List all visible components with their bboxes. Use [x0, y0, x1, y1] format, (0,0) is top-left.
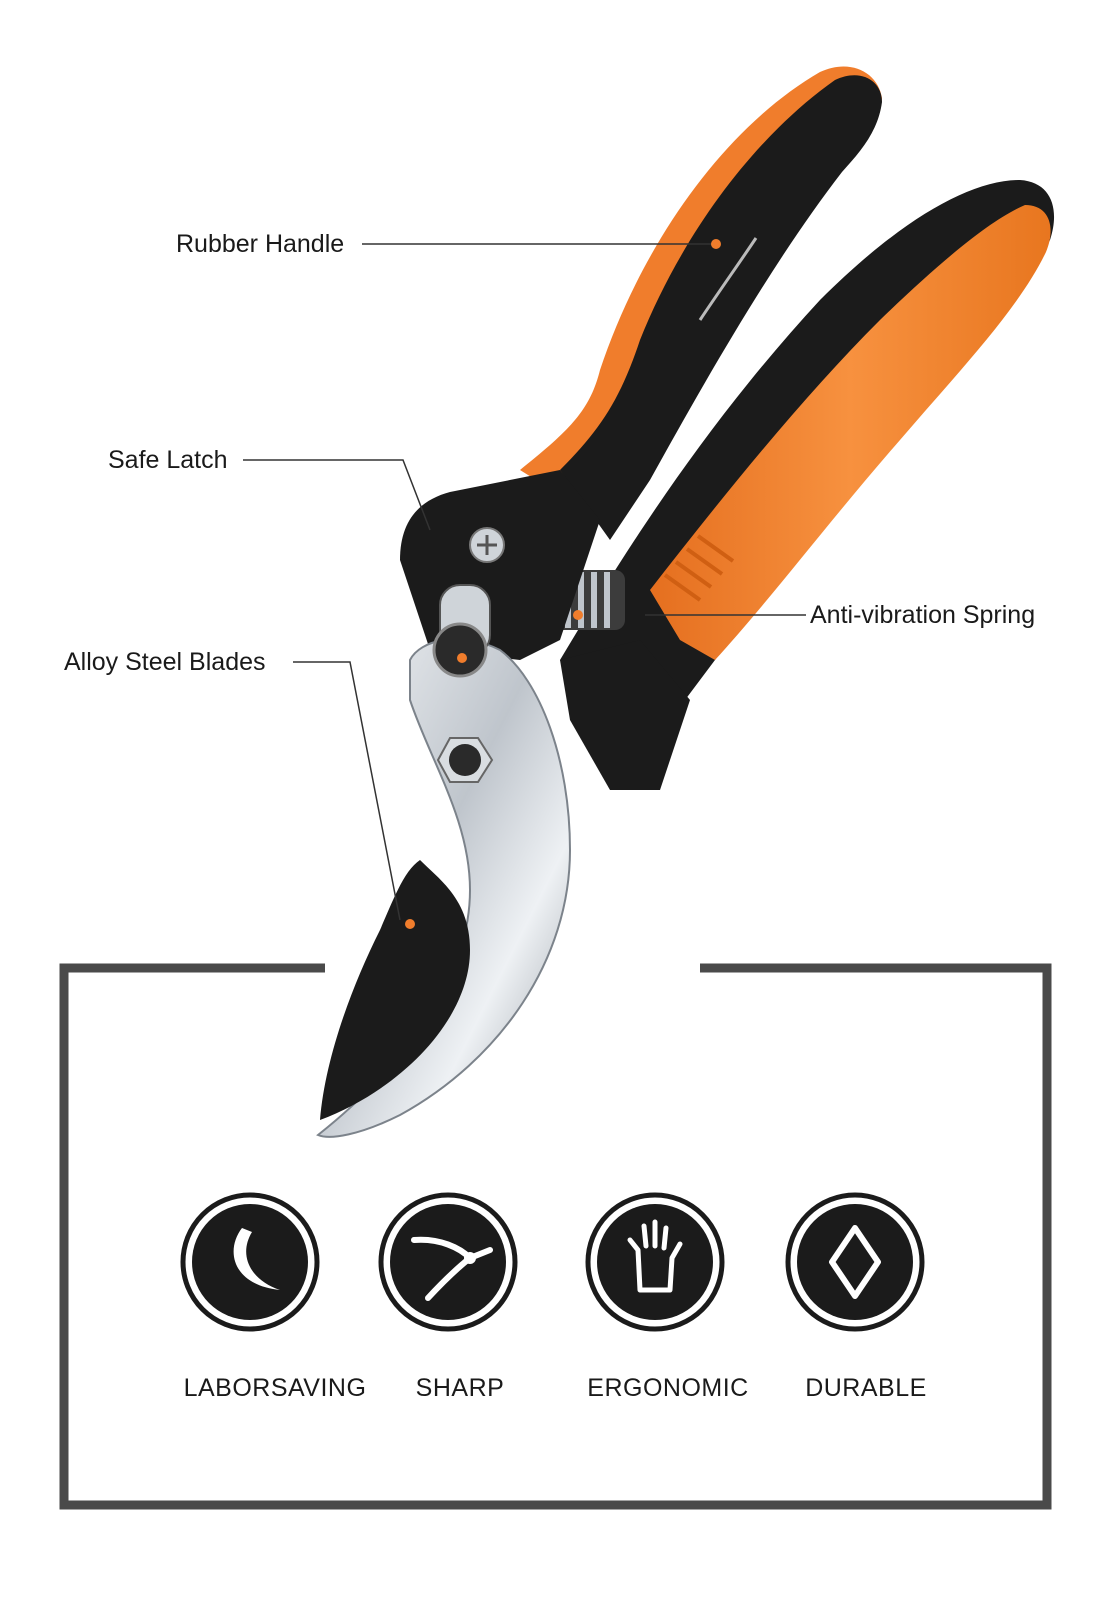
upper-handle [520, 66, 882, 540]
safe-latch-label: Safe Latch [108, 446, 228, 474]
callout-dots [405, 239, 721, 929]
hand-icon [585, 1192, 725, 1332]
feature-icons [180, 1192, 925, 1332]
callout-lines [243, 243, 806, 921]
feature-label-durable: DURABLE [805, 1374, 927, 1402]
spring-label: Anti-vibration Spring [810, 601, 1036, 629]
feature-frame [59, 963, 1052, 1510]
diamond-icon [785, 1192, 925, 1332]
shear-head [400, 470, 600, 660]
pruner-icon [378, 1192, 518, 1332]
feature-label-sharp: SHARP [415, 1374, 505, 1402]
alloy-blades-label: Alloy Steel Blades [64, 648, 266, 676]
rubber-handle-label: Rubber Handle [176, 230, 345, 258]
feature-label-laborsaving: LABORSAVING [183, 1374, 367, 1402]
cutting-blade [320, 860, 470, 1120]
crescent-icon [180, 1192, 320, 1332]
feature-label-ergonomic: ERGONOMIC [587, 1374, 749, 1402]
